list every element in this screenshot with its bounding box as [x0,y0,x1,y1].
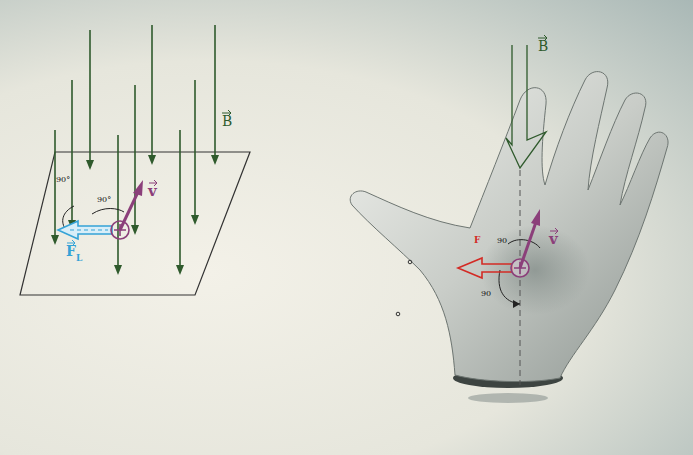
angle-arc [92,209,124,215]
arrow-head [86,160,94,170]
angle-arc [508,240,540,248]
hand [350,72,668,382]
dot [408,260,412,264]
field-line [134,85,136,227]
arrow-head [531,209,540,226]
angle-label: 90 [481,290,491,298]
field-arrow [506,45,546,168]
arrow-head [513,300,520,308]
field-line [89,30,91,162]
velocity-arrow [120,192,138,230]
field-line [214,25,216,157]
angle-label: 90° [56,176,70,184]
field-label: B [538,39,548,53]
field-label: B [222,114,232,128]
velocity-label: v [549,232,558,247]
arrow-head [133,180,143,196]
force-label: F [66,244,76,258]
arrow-head [148,155,156,165]
force-arrow [58,221,112,239]
field-line [117,135,119,267]
shadow [468,393,548,403]
force-subscript: L [76,254,82,263]
field-line [151,25,153,157]
field-lines [51,25,219,275]
field-line [71,80,73,222]
force-arrow [458,258,512,278]
velocity-arrow [520,222,536,268]
arrow-head [131,225,139,235]
arrow-head [211,155,219,165]
velocity-label: v [148,184,157,199]
field-line [179,130,181,267]
arrow-head [191,215,199,225]
arrow-head [176,265,184,275]
force-label: F [474,236,480,245]
arrow-head [51,235,59,245]
angle-label: 90 [497,237,507,245]
palm-shade [480,225,590,315]
angle-label: 90° [97,196,111,204]
arrow-head [114,265,122,275]
force-dash [70,230,108,231]
field-line [194,80,196,217]
dot [396,312,400,316]
field-line [54,130,56,237]
